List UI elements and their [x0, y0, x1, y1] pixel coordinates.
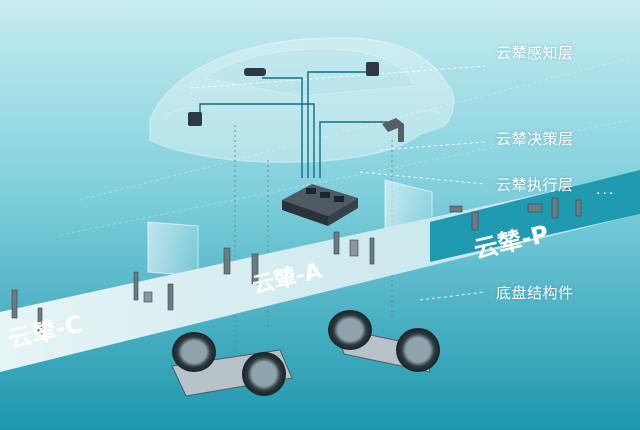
- layer-guide-lines: [59, 57, 631, 301]
- sensor-lidar-icon: [188, 112, 202, 126]
- execution-guide-line: [359, 171, 486, 185]
- suspension-a-parts: [223, 231, 375, 285]
- sensor-radar-icon: [366, 62, 379, 76]
- chassis-guide-line: [419, 291, 486, 301]
- sensor-wiring: [199, 71, 388, 178]
- layer-label-decision: 云辇决策层: [496, 130, 574, 148]
- layer-label-chassis: 底盘结构件: [496, 284, 574, 302]
- sensor-camera-icon: [244, 68, 266, 76]
- suspension-p-parts: [449, 197, 582, 231]
- sensor-steering-icon: [382, 118, 404, 142]
- layer-label-perception: 云辇感知层: [496, 44, 574, 62]
- ecu-controller-icon: [282, 184, 358, 226]
- perception-guide-line: [189, 65, 486, 89]
- variant-stripe-dark-segment: [430, 170, 640, 262]
- rear-wheel-assembly: [328, 310, 440, 373]
- layer-label-execution: 云辇执行层: [496, 176, 574, 194]
- front-wheel-assembly: [171, 332, 293, 397]
- suspension-c-parts: [11, 271, 174, 335]
- more-variants-indicator: ···: [596, 186, 616, 202]
